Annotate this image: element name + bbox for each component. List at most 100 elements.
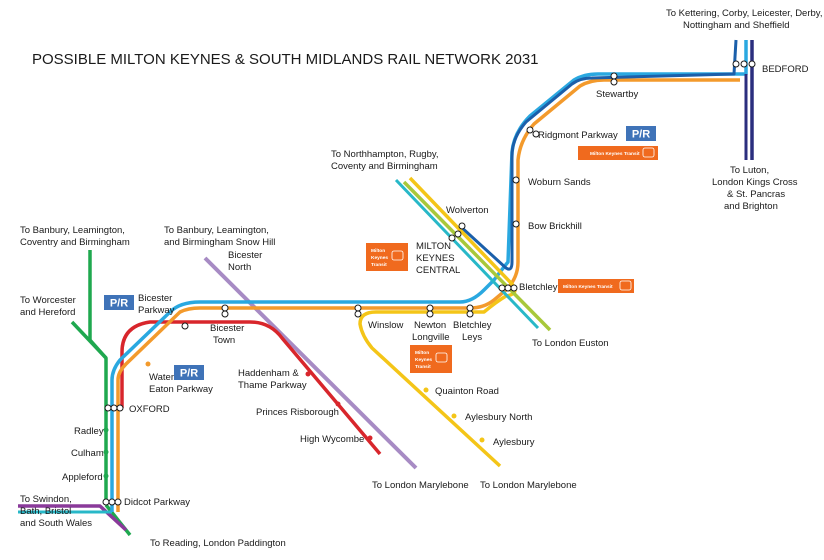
- dest-marylebone-2: To London Marylebone: [480, 480, 577, 491]
- station-dot-princes-risborough[interactable]: [335, 401, 341, 407]
- dest-banbury-east-1: To Banbury, Leamington,: [164, 225, 269, 236]
- label-aylesbury: Aylesbury: [493, 437, 535, 448]
- mk-transit-label: Milton Keynes Transit: [563, 284, 613, 290]
- station-dot-high-wycombe[interactable]: [367, 435, 373, 441]
- bus-icon: [391, 250, 404, 261]
- mk-transit-label: Milton Keynes Transit: [590, 151, 640, 157]
- station-markers: [102, 60, 756, 506]
- line-green-banbury: [88, 250, 108, 505]
- station-dot-bicester-parkway-2[interactable]: [221, 310, 229, 318]
- station-dot-didcot-2[interactable]: [108, 498, 116, 506]
- line-dark-blue: [458, 39, 738, 271]
- label-newton-2: Longville: [412, 332, 450, 343]
- mk-transit-badge-mk-central: Milton Keynes Transit: [366, 243, 408, 271]
- station-dot-haddenham[interactable]: [305, 371, 311, 377]
- label-wolverton: Wolverton: [446, 205, 489, 216]
- dest-swindon-1: To Swindon,: [20, 494, 72, 505]
- label-bletchley-leys-2: Leys: [462, 332, 482, 343]
- dest-swindon-2: Bath, Bristol: [20, 506, 71, 517]
- dest-banbury-west-2: Coventry and Birmingham: [20, 237, 130, 248]
- station-dot-bletchley-leys-1[interactable]: [466, 304, 474, 312]
- label-culham: Culham: [71, 448, 104, 459]
- station-dot-bedford-2[interactable]: [740, 60, 748, 68]
- station-dot-ridgmont[interactable]: [526, 126, 534, 134]
- bus-icon: [642, 147, 655, 158]
- station-dot-bletchley-3[interactable]: [510, 284, 518, 292]
- station-dot-oxford-3[interactable]: [116, 404, 124, 412]
- dest-luton-1: To Luton,: [730, 165, 769, 176]
- label-bicester-parkway-2: Parkway: [138, 305, 175, 316]
- station-dot-stewartby-2[interactable]: [610, 78, 618, 86]
- station-dot-oxford-2[interactable]: [110, 404, 118, 412]
- station-dot-bletchley-leys-2[interactable]: [466, 310, 474, 318]
- label-water-eaton-2: Eaton Parkway: [149, 384, 213, 395]
- station-dot-bicester-town[interactable]: [181, 322, 189, 330]
- station-dot-oxford-1[interactable]: [104, 404, 112, 412]
- label-haddenham-2: Thame Parkway: [238, 380, 307, 391]
- station-dot-winslow-1[interactable]: [354, 304, 362, 312]
- mk-transit-line-1: Milton: [415, 350, 429, 356]
- station-dot-aylesbury[interactable]: [479, 437, 485, 443]
- station-dot-bedford-3[interactable]: [748, 60, 756, 68]
- mk-transit-line-2: Keynes: [415, 357, 432, 363]
- mk-transit-badge-newton: Milton Keynes Transit: [410, 345, 452, 373]
- label-bedford: BEDFORD: [762, 64, 809, 75]
- station-dot-culham[interactable]: [103, 449, 109, 455]
- station-dot-stewartby[interactable]: [610, 72, 618, 80]
- mk-transit-line-3: Transit: [371, 262, 387, 268]
- line-lime-wcml: [402, 180, 552, 332]
- station-dot-ridgmont-2[interactable]: [532, 130, 540, 138]
- mk-transit-line-2: Keynes: [371, 255, 388, 261]
- dest-banbury-east-2: and Birmingham Snow Hill: [164, 237, 275, 248]
- dest-luton-3: & St. Pancras: [727, 189, 785, 200]
- label-bletchley-leys-1: Bletchley: [453, 320, 492, 331]
- station-dot-mk-central-2[interactable]: [448, 234, 456, 242]
- station-dot-winslow-2[interactable]: [354, 310, 362, 318]
- station-dot-bedford-1[interactable]: [732, 60, 740, 68]
- station-dot-bicester-parkway-1[interactable]: [221, 304, 229, 312]
- label-quainton: Quainton Road: [435, 386, 499, 397]
- label-bow-brickhill: Bow Brickhill: [528, 221, 582, 232]
- line-purple-marylebone: [203, 256, 418, 470]
- station-dot-didcot-1[interactable]: [102, 498, 110, 506]
- label-oxford: OXFORD: [129, 404, 170, 415]
- station-dot-wolverton[interactable]: [458, 222, 466, 230]
- label-mk-central-2: KEYNES: [416, 253, 455, 264]
- label-bicester-town-1: Bicester: [210, 323, 244, 334]
- park-ride-badge-water-eaton: P/R: [174, 365, 204, 380]
- label-appleford: Appleford: [62, 472, 103, 483]
- park-ride-label: P/R: [180, 368, 198, 380]
- station-dot-woburn[interactable]: [512, 176, 520, 184]
- label-bletchley: Bletchley: [519, 282, 558, 293]
- station-dot-water-eaton[interactable]: [145, 361, 151, 367]
- station-dot-newton-1[interactable]: [426, 304, 434, 312]
- line-east-west-blue: [110, 40, 748, 512]
- station-dot-bow-brickhill[interactable]: [512, 220, 520, 228]
- station-dot-bletchley-2[interactable]: [504, 284, 512, 292]
- label-bicester-town-2: Town: [213, 335, 235, 346]
- bus-icon: [619, 280, 632, 291]
- label-haddenham-1: Haddenham &: [238, 368, 299, 379]
- dest-worcester-1: To Worcester: [20, 295, 76, 306]
- dest-kettering-1: To Kettering, Corby, Leicester, Derby,: [666, 8, 822, 19]
- dest-luton-2: London Kings Cross: [712, 177, 798, 188]
- label-high-wycombe: High Wycombe: [300, 434, 364, 445]
- dest-euston: To London Euston: [532, 338, 609, 349]
- station-dot-bletchley-1[interactable]: [498, 284, 506, 292]
- station-dot-mk-central-1[interactable]: [454, 230, 462, 238]
- dest-swindon-3: and South Wales: [20, 518, 92, 529]
- mk-transit-line-1: Milton: [371, 248, 385, 254]
- bus-icon: [435, 352, 448, 363]
- station-dot-appleford[interactable]: [103, 473, 109, 479]
- label-mk-central-3: CENTRAL: [416, 265, 460, 276]
- label-woburn: Woburn Sands: [528, 177, 591, 188]
- label-mk-central-1: MILTON: [416, 241, 451, 252]
- park-ride-badge-bicester: P/R: [104, 295, 134, 310]
- station-dot-newton-2[interactable]: [426, 310, 434, 318]
- mk-transit-badge-bletchley: Milton Keynes Transit: [558, 279, 634, 293]
- line-teal-wcml: [394, 178, 540, 330]
- station-dot-didcot-3[interactable]: [114, 498, 122, 506]
- station-dot-quainton[interactable]: [423, 387, 429, 393]
- station-dot-aylesbury-north[interactable]: [451, 413, 457, 419]
- station-dot-radley[interactable]: [103, 427, 109, 433]
